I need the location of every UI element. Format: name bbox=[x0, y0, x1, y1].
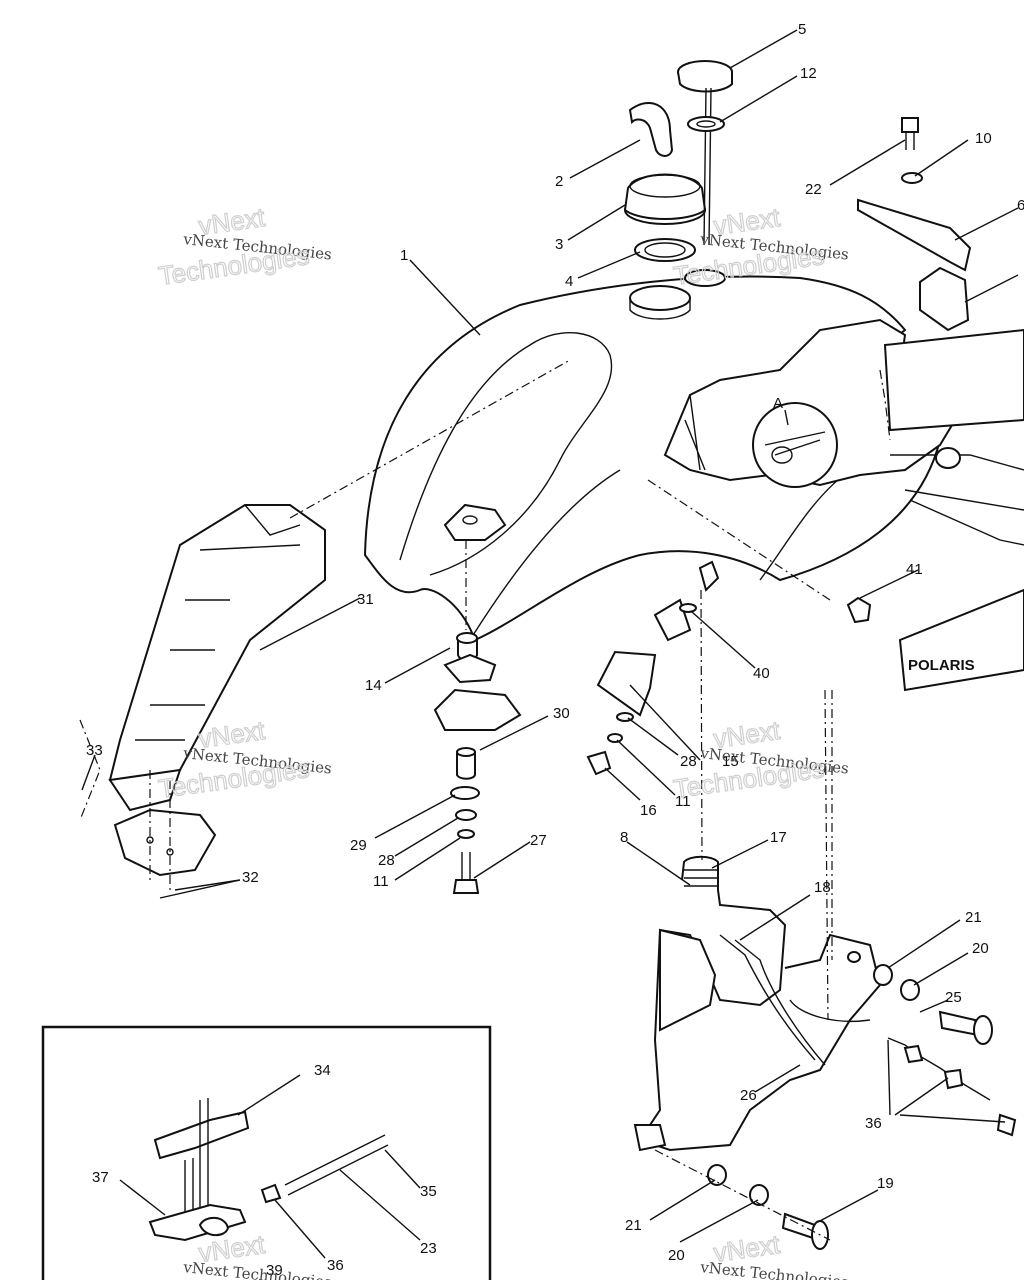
callout-30: 30 bbox=[553, 705, 570, 722]
filler-assembly bbox=[623, 60, 733, 287]
seat-base bbox=[108, 504, 326, 877]
callout-19: 19 bbox=[877, 1175, 894, 1192]
callout-31: 31 bbox=[357, 591, 374, 608]
bracket-hardware bbox=[586, 560, 720, 776]
mount-stack bbox=[433, 632, 522, 894]
oil-tank bbox=[633, 855, 882, 1152]
callout-3: 3 bbox=[555, 236, 563, 253]
callout-29: 29 bbox=[350, 837, 367, 854]
callout-5: 5 bbox=[798, 21, 806, 38]
watermark-brand-14: vNext Technologies bbox=[182, 1258, 333, 1280]
callout-41: 41 bbox=[906, 561, 923, 578]
callout-25: 25 bbox=[945, 989, 962, 1006]
callout-17: 17 bbox=[770, 829, 787, 846]
callout-32: 32 bbox=[242, 869, 259, 886]
callout-36-a: 36 bbox=[865, 1115, 882, 1132]
callout-11-a: 11 bbox=[675, 793, 691, 810]
callout-18: 18 bbox=[814, 879, 831, 896]
callout-11-b: 11 bbox=[373, 873, 389, 890]
watermark-brand-16: vNext Technologies bbox=[699, 1258, 850, 1280]
right-side-parts: POLARIS bbox=[846, 117, 1024, 692]
callout-28-a: 28 bbox=[680, 753, 697, 770]
callout-39: 39 bbox=[266, 1262, 283, 1279]
callout-36-b: 36 bbox=[327, 1257, 344, 1274]
callout-14: 14 bbox=[365, 677, 382, 694]
callout-1: 1 bbox=[400, 247, 408, 264]
callout-2: 2 bbox=[555, 173, 563, 190]
detail-a-label: A bbox=[773, 395, 783, 412]
callout-21-b: 21 bbox=[625, 1217, 642, 1234]
callout-28-b: 28 bbox=[378, 852, 395, 869]
callout-20-a: 20 bbox=[972, 940, 989, 957]
callout-15: 15 bbox=[722, 753, 739, 770]
callout-10: 10 bbox=[975, 130, 992, 147]
callout-23: 23 bbox=[420, 1240, 437, 1257]
callout-21-a: 21 bbox=[965, 909, 982, 926]
fuel-tank bbox=[363, 275, 957, 642]
detail-a: A bbox=[752, 395, 838, 488]
callout-8: 8 bbox=[620, 829, 628, 846]
callout-16: 16 bbox=[640, 802, 657, 819]
inset-detail bbox=[41, 1025, 492, 1285]
callout-labels: 1 2 3 4 5 6 8 10 11 11 12 14 15 16 17 18… bbox=[86, 21, 1024, 1279]
callout-33: 33 bbox=[86, 742, 103, 759]
decal-text: POLARIS bbox=[908, 657, 975, 674]
callout-22: 22 bbox=[805, 181, 822, 198]
callout-26: 26 bbox=[740, 1087, 757, 1104]
assembly-lines bbox=[79, 359, 891, 1241]
callout-6: 6 bbox=[1017, 197, 1024, 214]
callout-27: 27 bbox=[530, 832, 547, 849]
callout-4: 4 bbox=[565, 273, 573, 290]
callout-20-b: 20 bbox=[668, 1247, 685, 1264]
callout-40: 40 bbox=[753, 665, 770, 682]
leader-lines bbox=[81, 29, 1019, 1259]
callout-35: 35 bbox=[420, 1183, 437, 1200]
callout-37: 37 bbox=[92, 1169, 109, 1186]
callout-12: 12 bbox=[800, 65, 817, 82]
fasteners bbox=[707, 964, 1017, 1250]
callout-34: 34 bbox=[314, 1062, 331, 1079]
